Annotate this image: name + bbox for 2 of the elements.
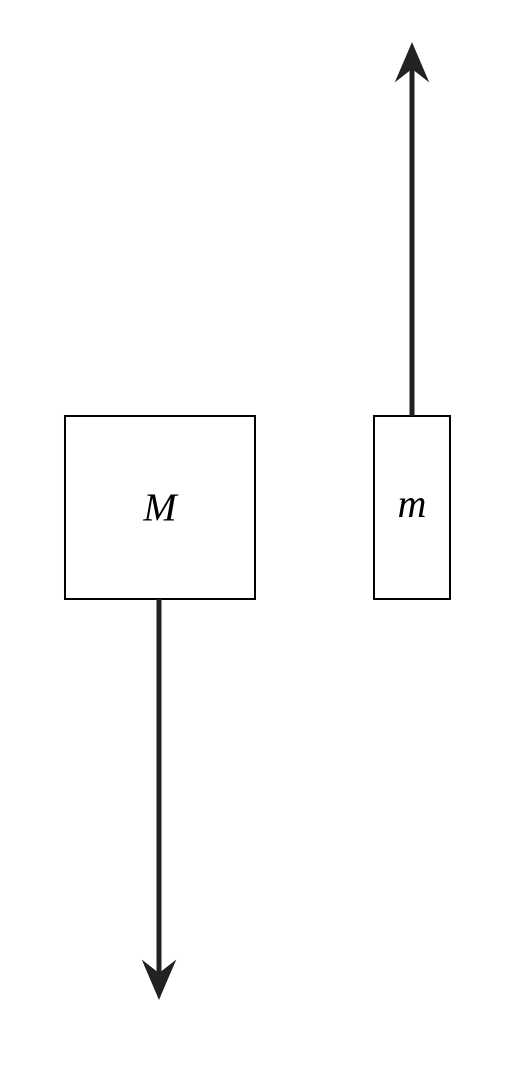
block-box: M <box>64 415 256 600</box>
block-box: m <box>373 415 451 600</box>
